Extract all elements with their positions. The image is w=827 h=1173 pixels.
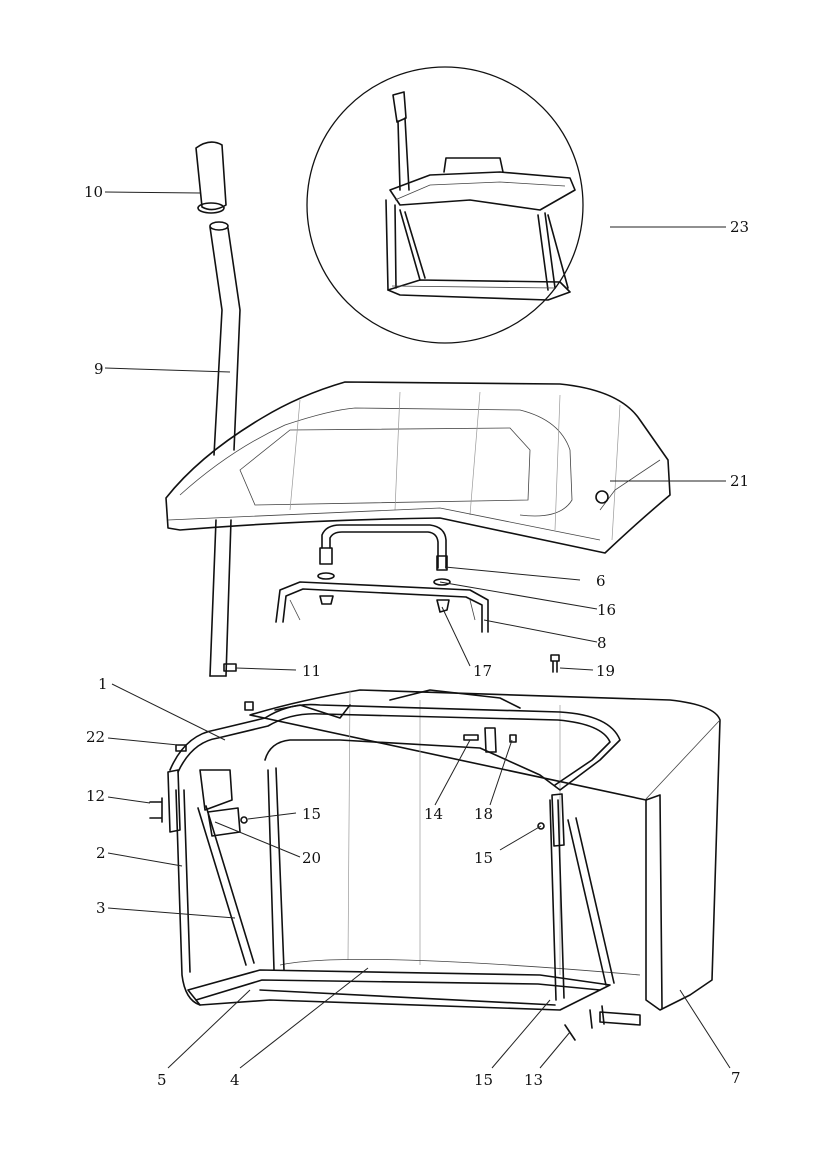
- inset-assembly-circle: [306, 66, 584, 344]
- callout-23: 23: [730, 218, 750, 236]
- small-bolts: [223, 654, 560, 673]
- callout-22: 22: [86, 728, 106, 746]
- callout-15-left: 15: [302, 805, 322, 823]
- grass-bag-cover: [165, 381, 671, 554]
- callout-7: 7: [731, 1069, 741, 1087]
- grass-bag: [249, 689, 721, 1011]
- callout-12: 12: [86, 787, 106, 805]
- callout-11: 11: [302, 662, 322, 680]
- callout-15-bottom: 15: [474, 1071, 494, 1089]
- handle-grip: [195, 141, 227, 214]
- cover-bracket: [275, 581, 489, 633]
- bag-frame: [167, 689, 621, 1011]
- frame-fasteners: [149, 701, 641, 1041]
- callout-9: 9: [94, 360, 104, 378]
- callout-21: 21: [730, 472, 750, 490]
- callout-18: 18: [474, 805, 494, 823]
- callout-14: 14: [424, 805, 444, 823]
- callout-3: 3: [96, 899, 106, 917]
- callout-5: 5: [157, 1071, 167, 1089]
- callout-20: 20: [302, 849, 322, 867]
- callout-10: 10: [84, 183, 104, 201]
- callout-6: 6: [596, 572, 606, 590]
- callout-16: 16: [597, 601, 617, 619]
- handle-tube: [209, 221, 241, 677]
- fasteners-cover: [317, 572, 451, 613]
- callout-4: 4: [230, 1071, 240, 1089]
- callout-2: 2: [96, 844, 106, 862]
- callout-1: 1: [98, 675, 108, 693]
- callout-19: 19: [596, 662, 616, 680]
- cover-handle: [319, 524, 448, 571]
- callout-17: 17: [473, 662, 493, 680]
- leader-lines: [104, 191, 731, 1069]
- callout-13: 13: [524, 1071, 544, 1089]
- callout-8: 8: [597, 634, 607, 652]
- callout-15-right: 15: [474, 849, 494, 867]
